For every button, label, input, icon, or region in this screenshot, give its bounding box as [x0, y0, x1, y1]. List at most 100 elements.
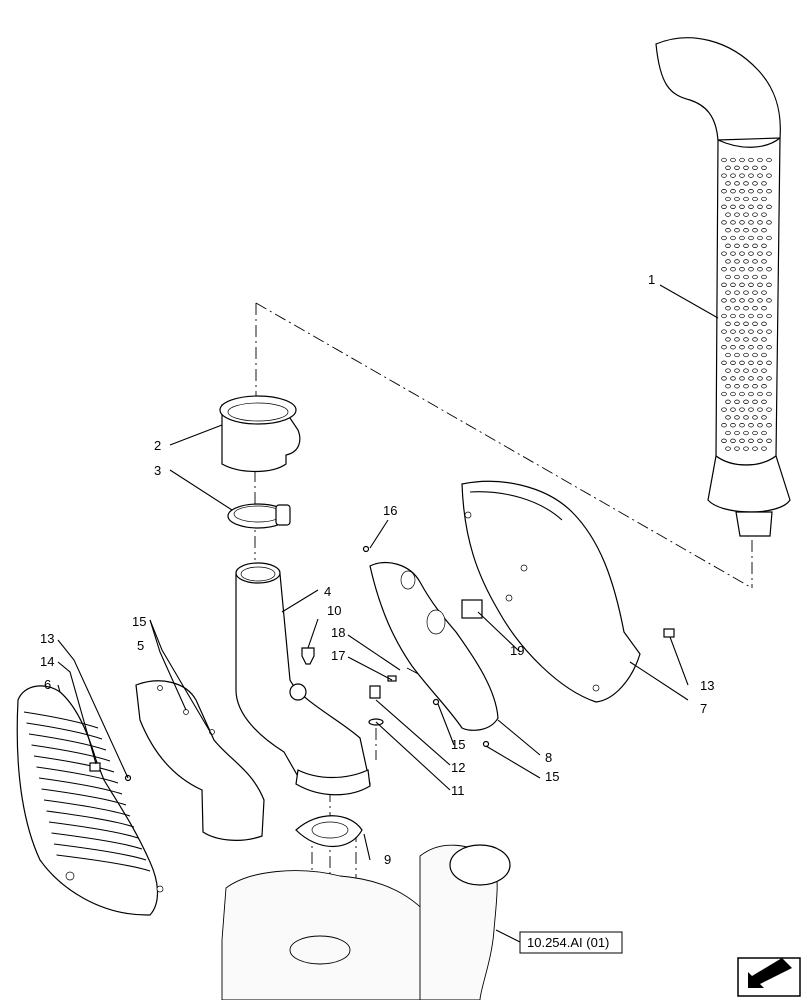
band-clamp-part [227, 503, 291, 529]
perforation-hole [734, 399, 740, 404]
perforation-hole [730, 220, 736, 225]
grille-slat [26, 722, 103, 740]
perforation-hole [734, 321, 740, 326]
perforation-hole [725, 243, 731, 248]
perforation-hole [761, 446, 767, 451]
perforation-hole [721, 423, 727, 428]
perforation-hole [743, 384, 749, 389]
grille-slat [38, 777, 123, 795]
perforation-hole [757, 157, 763, 163]
perforation-hole [721, 407, 727, 412]
perforation-hole [743, 415, 749, 420]
perforation-hole [748, 329, 754, 334]
perforation-hole [734, 384, 740, 389]
perforation-hole [739, 173, 745, 178]
perforation-hole [725, 415, 731, 420]
perforation-hole [748, 298, 754, 303]
callout-1: 1 [648, 272, 655, 287]
perforation-hole [721, 235, 727, 241]
perforation-hole [730, 204, 736, 209]
perforation-hole [752, 306, 758, 311]
large-heat-shield-part [461, 480, 641, 703]
perforation-hole [730, 235, 736, 241]
perforation-hole [739, 329, 745, 334]
perforation-hole [766, 282, 772, 287]
perforation-hole [721, 157, 727, 163]
grille-slat [31, 744, 111, 762]
callout-13-left: 13 [40, 631, 54, 646]
grille-slat [48, 821, 139, 839]
grille-slat [23, 711, 99, 729]
perforation-hole [730, 360, 736, 365]
perforation-hole [739, 407, 745, 412]
perforation-hole [757, 282, 763, 287]
perforation-hole [743, 228, 749, 233]
callout-15-b: 15 [451, 737, 465, 752]
perforation-hole [721, 220, 727, 225]
perforation-hole [752, 415, 758, 420]
reference-label: 10.254.AI (01) [527, 935, 609, 950]
perforation-hole [734, 337, 740, 342]
perforation-hole [743, 274, 749, 280]
grille-cover-part [16, 685, 164, 916]
perforation-hole [761, 181, 767, 186]
perforation-hole [721, 298, 727, 303]
perforation-hole [725, 337, 731, 342]
perforation-hole [739, 189, 745, 194]
perforation-hole [730, 173, 736, 178]
perforation-hole [757, 189, 763, 194]
perforation-hole [734, 196, 740, 202]
muffler-context [221, 844, 511, 1001]
perforation-hole [752, 321, 758, 326]
callout-12: 12 [451, 760, 465, 775]
perforation-hole [752, 274, 758, 280]
grille-slat [53, 843, 147, 861]
perforation-hole [757, 345, 763, 350]
perforation-hole [761, 321, 767, 326]
perforation-hole [757, 298, 763, 303]
perforation-hole [734, 165, 740, 170]
perforation-hole [748, 220, 754, 225]
perforation-hole [743, 337, 749, 342]
perforation-hole [766, 189, 772, 194]
perforation-hole [757, 220, 763, 225]
perforation-hole [761, 384, 767, 389]
perforation-hole [748, 391, 754, 397]
perforation-hole [721, 360, 727, 365]
perforation-hole [734, 415, 740, 420]
perforation-hole [748, 189, 754, 194]
reference-box[interactable]: 10.254.AI (01) [519, 931, 623, 954]
perforation-hole [766, 173, 772, 178]
adapter-sleeve-part [219, 395, 301, 473]
perforation-hole [730, 267, 736, 272]
perforation-hole [748, 360, 754, 365]
perforation-hole [766, 313, 772, 319]
perforation-hole [725, 196, 731, 202]
grille-slat [36, 766, 119, 784]
perforation-hole [757, 173, 763, 178]
perforation-hole [761, 243, 767, 248]
perforation-hole [730, 376, 736, 381]
perforation-hole [743, 368, 749, 373]
callout-9: 9 [384, 852, 391, 867]
perforation-hole [748, 423, 754, 428]
perforation-hole [743, 446, 749, 451]
gasket-part [295, 815, 363, 848]
perforation-hole [743, 306, 749, 311]
perforation-hole [743, 181, 749, 186]
perforation-hole [730, 345, 736, 350]
perforation-hole [734, 446, 740, 451]
leader-lines [57, 284, 719, 943]
perforation-hole [766, 360, 772, 365]
perforation-hole [766, 157, 772, 163]
perforation-hole [748, 235, 754, 241]
perforation-hole [725, 352, 731, 358]
perforation-hole [757, 329, 763, 334]
perforation-hole [725, 368, 731, 373]
perforation-hole [761, 368, 767, 373]
arrow-back-icon[interactable] [737, 957, 801, 997]
perforation-hole [766, 235, 772, 241]
callout-7: 7 [700, 701, 707, 716]
perforation-holes [721, 157, 772, 451]
perforation-hole [743, 352, 749, 358]
